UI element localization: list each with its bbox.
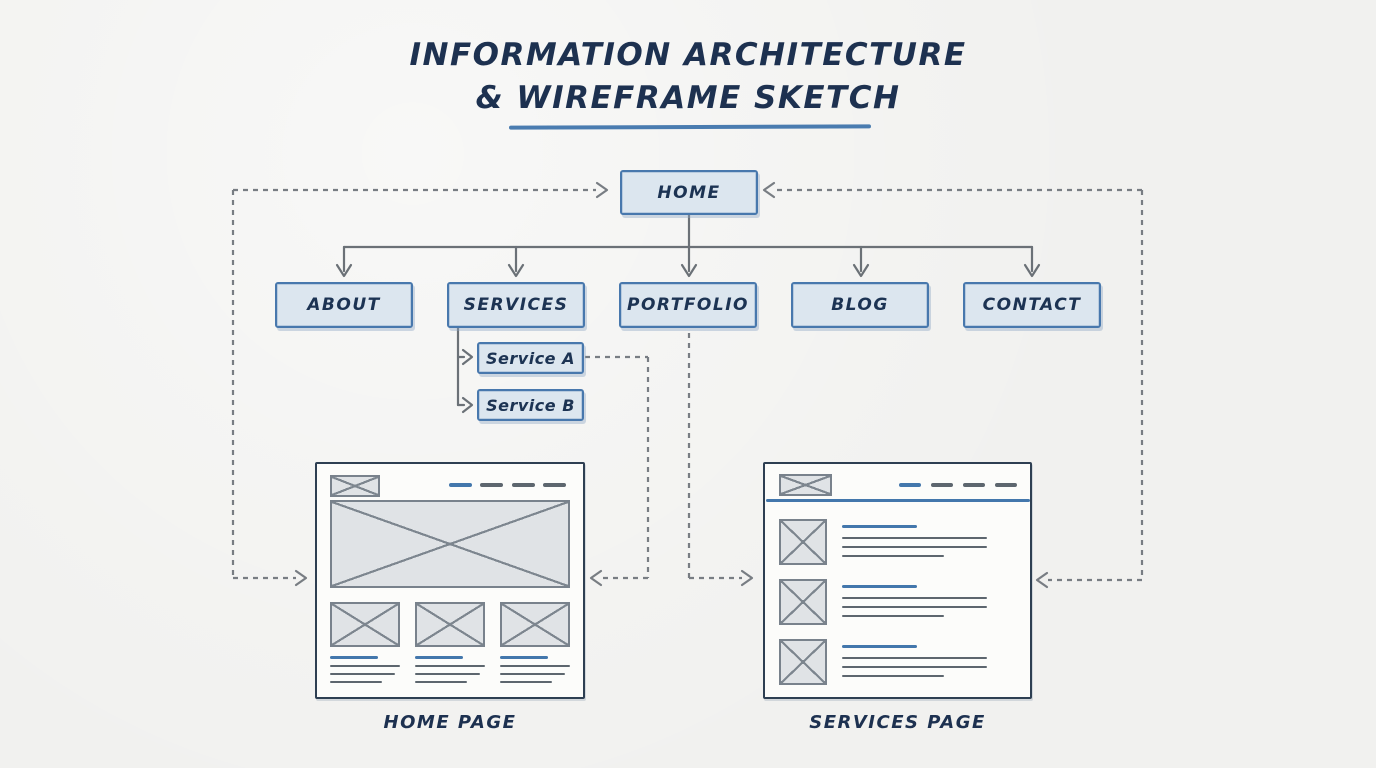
- text-line: [415, 673, 480, 676]
- text-line: [842, 546, 987, 549]
- image-placeholder: [779, 579, 827, 625]
- heading-line: [500, 656, 548, 659]
- image-placeholder: [779, 519, 827, 565]
- heading-line: [330, 656, 378, 659]
- wireframe-home-page: [315, 462, 585, 699]
- text-line: [842, 606, 987, 609]
- image-placeholder: [415, 602, 485, 647]
- arrowhead-down-icon: [680, 263, 698, 278]
- image-placeholder: [500, 602, 570, 647]
- heading-line: [842, 645, 917, 648]
- arrowhead-down-icon: [1023, 263, 1041, 278]
- text-line: [842, 657, 987, 660]
- sitemap-node-home: HOME: [620, 170, 758, 215]
- sitemap-tree-lines: [335, 213, 1041, 414]
- text-line: [842, 666, 987, 669]
- image-placeholder: [330, 602, 400, 647]
- sitemap-node-portfolio: PORTFOLIO: [619, 282, 757, 328]
- arrowhead-left-icon: [762, 181, 776, 199]
- header-divider: [766, 499, 1030, 502]
- arrowhead-down-icon: [507, 263, 525, 278]
- text-line: [500, 681, 552, 684]
- sitemap-node-contact-label: CONTACT: [982, 295, 1082, 315]
- sitemap-node-about: ABOUT: [275, 282, 413, 328]
- heading-line: [842, 585, 917, 588]
- nav-link-dash: [963, 483, 985, 487]
- logo-placeholder: [779, 474, 832, 496]
- sitemap-node-blog-label: BLOG: [831, 295, 889, 315]
- sitemap-node-services: SERVICES: [447, 282, 585, 328]
- page-title-line1: INFORMATION ARCHITECTURE: [409, 37, 967, 73]
- sitemap-node-about-label: ABOUT: [307, 295, 381, 315]
- heading-line: [842, 525, 917, 528]
- text-line: [842, 615, 944, 618]
- text-line: [500, 665, 570, 668]
- arrowhead-down-icon: [852, 263, 870, 278]
- nav-link-dash: [899, 483, 921, 487]
- dashed-flow-arrowheads: [294, 181, 1049, 589]
- nav-link-dash: [480, 483, 503, 487]
- text-line: [330, 673, 395, 676]
- text-line: [500, 673, 565, 676]
- arrowhead-down-icon: [335, 263, 353, 278]
- sitemap-node-service-b-label: Service B: [486, 395, 575, 415]
- arrowhead-right-icon: [461, 396, 474, 414]
- text-line: [415, 681, 467, 684]
- dashed-line: [585, 355, 650, 580]
- nav-link-dash: [543, 483, 566, 487]
- nav-link-dash: [931, 483, 953, 487]
- sitemap-node-service-a-label: Service A: [486, 348, 575, 368]
- arrowhead-left-icon: [1035, 571, 1049, 589]
- text-line: [415, 665, 485, 668]
- dashed-line: [687, 333, 742, 580]
- page-title: INFORMATION ARCHITECTURE & WIREFRAME SKE…: [0, 34, 1376, 120]
- text-line: [842, 537, 987, 540]
- wireframe-home-page-label: HOME PAGE: [383, 712, 517, 733]
- arrowhead-left-icon: [589, 569, 603, 587]
- text-line: [842, 555, 944, 558]
- sitemap-node-home-label: HOME: [657, 182, 721, 203]
- dashed-flow-lines: [231, 188, 1144, 582]
- text-line: [330, 665, 400, 668]
- text-line: [842, 597, 987, 600]
- image-placeholder: [779, 639, 827, 685]
- arrowhead-right-icon: [595, 181, 609, 199]
- sitemap-node-service-a: Service A: [477, 342, 584, 374]
- sitemap-node-blog: BLOG: [791, 282, 929, 328]
- wireframe-services-page: [763, 462, 1032, 699]
- sitemap-node-services-label: SERVICES: [463, 295, 569, 315]
- heading-line: [415, 656, 463, 659]
- wireframe-services-page-label: SERVICES PAGE: [809, 712, 986, 733]
- text-line: [842, 675, 944, 678]
- sitemap-node-portfolio-label: PORTFOLIO: [626, 295, 749, 315]
- page-title-line2: & WIREFRAME SKETCH: [475, 80, 901, 116]
- arrowhead-right-icon: [740, 569, 754, 587]
- arrowhead-right-icon: [294, 569, 308, 587]
- arrowhead-right-icon: [461, 348, 474, 366]
- sitemap-node-service-b: Service B: [477, 389, 584, 421]
- hero-image-placeholder: [330, 500, 570, 588]
- sitemap-node-contact: CONTACT: [963, 282, 1101, 328]
- nav-link-dash: [449, 483, 472, 487]
- text-line: [330, 681, 382, 684]
- nav-link-dash: [512, 483, 535, 487]
- nav-link-dash: [995, 483, 1017, 487]
- logo-placeholder: [330, 475, 380, 497]
